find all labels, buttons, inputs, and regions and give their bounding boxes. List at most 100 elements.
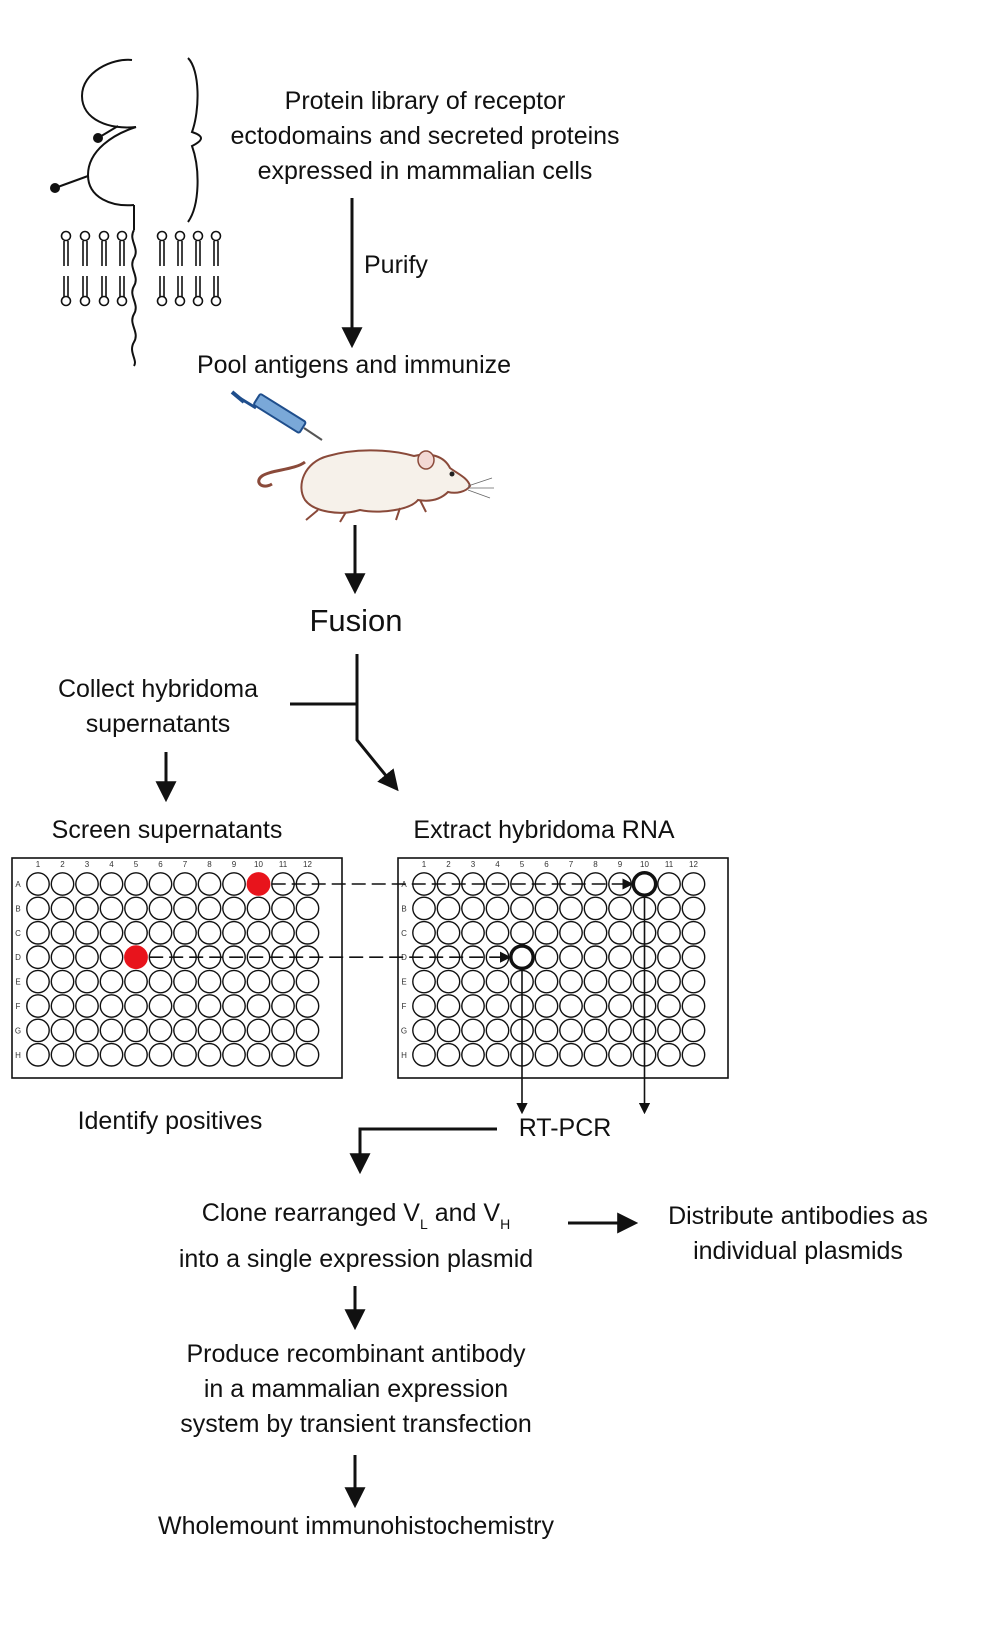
well bbox=[75, 896, 99, 921]
well bbox=[26, 920, 50, 945]
well bbox=[534, 994, 559, 1018]
row-label: F bbox=[402, 1002, 407, 1011]
well bbox=[436, 896, 461, 921]
positive-well bbox=[246, 872, 271, 896]
well bbox=[681, 896, 706, 921]
clone-prefix: Clone rearranged V bbox=[201, 1199, 420, 1227]
well bbox=[657, 969, 681, 994]
lipid-head bbox=[79, 295, 91, 307]
lipid-head bbox=[156, 295, 168, 307]
well bbox=[26, 1018, 50, 1043]
produce-line-1: Produce recombinant antibody bbox=[186, 1340, 526, 1368]
well bbox=[50, 872, 75, 896]
well bbox=[50, 1018, 75, 1043]
column-label: 2 bbox=[60, 860, 65, 869]
well bbox=[246, 896, 271, 921]
well bbox=[534, 945, 559, 970]
fusion-label: Fusion bbox=[309, 603, 403, 638]
transfer-links bbox=[149, 878, 651, 1115]
well bbox=[271, 994, 295, 1018]
positive-well bbox=[124, 945, 148, 970]
well bbox=[197, 994, 222, 1018]
well bbox=[412, 969, 436, 994]
well bbox=[583, 994, 608, 1018]
flow-arrows bbox=[155, 198, 639, 1509]
well bbox=[222, 896, 246, 921]
well bbox=[657, 896, 681, 921]
column-label: 6 bbox=[158, 860, 163, 869]
column-label: 3 bbox=[471, 860, 476, 869]
lipid-head bbox=[116, 230, 128, 242]
collect-line-2: supernatants bbox=[85, 710, 231, 738]
well bbox=[75, 945, 99, 970]
well bbox=[197, 1018, 222, 1043]
well bbox=[534, 969, 559, 994]
extract-label: Extract hybridoma RNA bbox=[413, 816, 675, 844]
well bbox=[436, 1042, 461, 1067]
well bbox=[50, 945, 75, 970]
column-label: 9 bbox=[618, 860, 623, 869]
row-label: B bbox=[15, 904, 20, 913]
well bbox=[271, 920, 295, 945]
well bbox=[608, 1018, 632, 1043]
row-label: F bbox=[16, 1002, 21, 1011]
column-label: 10 bbox=[254, 860, 263, 869]
well bbox=[173, 872, 197, 896]
well bbox=[461, 1042, 485, 1067]
well bbox=[50, 920, 75, 945]
well bbox=[559, 994, 583, 1018]
clone-and: and V bbox=[427, 1199, 501, 1227]
well bbox=[173, 896, 197, 921]
column-label: 7 bbox=[569, 860, 574, 869]
cell-membrane-receptor-icon bbox=[50, 57, 202, 367]
well bbox=[681, 1042, 706, 1067]
well bbox=[559, 896, 583, 921]
rtpcr-label: RT-PCR bbox=[518, 1114, 612, 1142]
well bbox=[197, 896, 222, 921]
screen-label: Screen supernatants bbox=[51, 816, 283, 844]
lipid-head bbox=[156, 230, 168, 242]
well bbox=[608, 969, 632, 994]
well bbox=[681, 872, 706, 896]
well bbox=[75, 872, 99, 896]
well bbox=[534, 920, 559, 945]
column-label: 11 bbox=[279, 860, 288, 869]
well bbox=[534, 1042, 559, 1067]
well bbox=[534, 896, 559, 921]
well bbox=[657, 872, 681, 896]
distribute-label: Distribute antibodies as individual plas… bbox=[668, 1199, 928, 1269]
row-label: H bbox=[401, 1051, 407, 1060]
row-label: G bbox=[15, 1026, 21, 1035]
collect-line-1: Collect hybridoma bbox=[57, 675, 259, 703]
produce-line-3: system by transient transfection bbox=[180, 1410, 532, 1438]
well bbox=[461, 994, 485, 1018]
well bbox=[50, 896, 75, 921]
well bbox=[148, 920, 173, 945]
well bbox=[222, 994, 246, 1018]
row-label: H bbox=[15, 1051, 21, 1060]
well bbox=[681, 994, 706, 1018]
well bbox=[412, 920, 436, 945]
row-label: B bbox=[401, 904, 406, 913]
row-label: E bbox=[401, 978, 406, 987]
lipid-head bbox=[192, 230, 204, 242]
column-label: 10 bbox=[640, 860, 649, 869]
well bbox=[50, 1042, 75, 1067]
well bbox=[148, 969, 173, 994]
well bbox=[681, 945, 706, 970]
mouse-icon bbox=[257, 449, 494, 523]
lipid-head bbox=[98, 295, 110, 307]
well bbox=[124, 896, 148, 921]
well bbox=[436, 994, 461, 1018]
well bbox=[99, 945, 124, 970]
well bbox=[197, 872, 222, 896]
well bbox=[681, 1018, 706, 1043]
well bbox=[295, 1018, 320, 1043]
well bbox=[75, 969, 99, 994]
column-label: 7 bbox=[183, 860, 188, 869]
well bbox=[222, 969, 246, 994]
produce-line-2: in a mammalian expression bbox=[203, 1375, 509, 1403]
